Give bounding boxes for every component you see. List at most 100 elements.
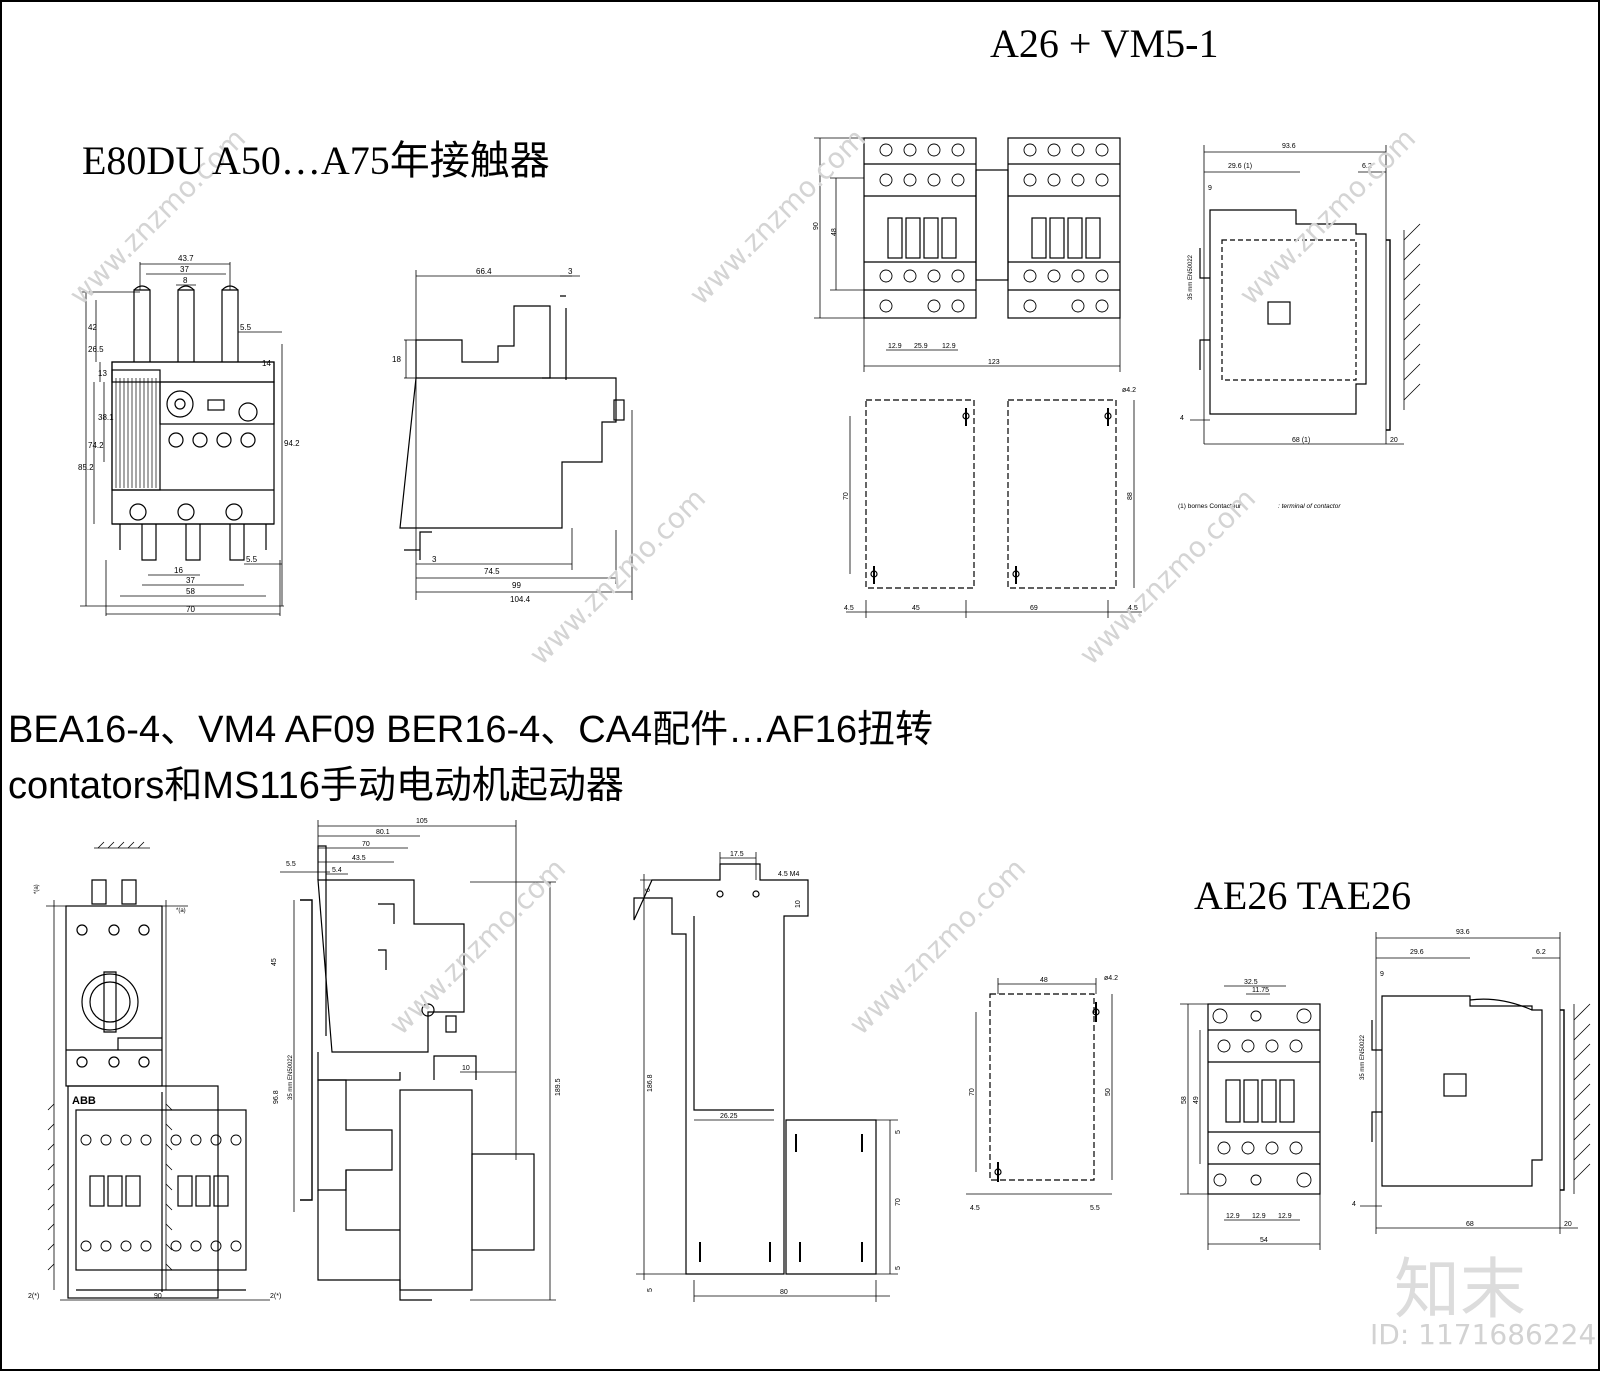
mounting-bracket: 17.5 4.5 M4 10 6 186.8 26.25 5 70 5 5 80 bbox=[633, 851, 902, 1302]
dim-text: 5.4 bbox=[332, 867, 342, 874]
dim-text: 20 bbox=[1390, 437, 1398, 444]
dim-text: 70 bbox=[186, 605, 195, 614]
dim-text: 5.5 bbox=[286, 861, 296, 868]
dim-text: 74.2 bbox=[88, 441, 104, 450]
dim-text: 4.5 M4 bbox=[778, 871, 800, 878]
dim-text: 48 bbox=[1040, 977, 1048, 984]
dim-text: 70 bbox=[969, 1088, 976, 1096]
dim-text: 10 bbox=[795, 900, 802, 908]
dim-text: 13 bbox=[98, 369, 107, 378]
dim-text: 69 bbox=[1030, 605, 1038, 612]
dim-text: 25.9 bbox=[914, 343, 928, 350]
note-text: : terminal of contactor bbox=[1278, 503, 1341, 510]
znzmo-logo-watermark: 知末 bbox=[1394, 1251, 1526, 1328]
dim-text: *(a) bbox=[34, 884, 40, 894]
dim-text: 49 bbox=[1193, 1096, 1200, 1104]
dim-text: 32.5 bbox=[1244, 979, 1258, 986]
dim-text: 18 bbox=[392, 355, 401, 364]
heading-bea-line1: BEA16-4、VM4 AF09 BER16-4、CA4配件…AF16扭转 bbox=[8, 709, 934, 751]
dim-text: 5.5 bbox=[240, 323, 252, 332]
dim-text: 5.5 bbox=[246, 555, 258, 564]
dim-text: 93.6 bbox=[1456, 929, 1470, 936]
dim-text: 42 bbox=[88, 323, 97, 332]
dim-text: 80.1 bbox=[376, 829, 390, 836]
dim-text: 38.1 bbox=[98, 413, 114, 422]
dim-text: 68 (1) bbox=[1292, 437, 1310, 444]
dim-text: 26.5 bbox=[88, 345, 104, 354]
dim-text: 94.2 bbox=[284, 439, 300, 448]
dim-text: 10 bbox=[462, 1065, 470, 1072]
dim-text: 123 bbox=[988, 359, 1000, 366]
dim-text: 12.9 bbox=[1278, 1213, 1292, 1220]
dim-text: 5 bbox=[895, 1266, 902, 1270]
dim-text: 68 bbox=[1466, 1221, 1474, 1228]
dim-text: 80 bbox=[780, 1289, 788, 1296]
dim-text: 37 bbox=[180, 265, 189, 274]
dim-text: 20 bbox=[1564, 1221, 1572, 1228]
dim-text: 2(*) bbox=[270, 1293, 281, 1300]
dim-text: 45 bbox=[271, 958, 278, 966]
dim-text: 12.9 bbox=[1226, 1213, 1240, 1220]
dim-text: ø4.2 bbox=[1104, 975, 1118, 982]
dim-text: 5 bbox=[895, 1130, 902, 1134]
heading-bea-line2: contators和MS116手动电动机起动器 bbox=[8, 765, 624, 807]
dim-text: 70 bbox=[362, 841, 370, 848]
dim-text: 4.5 bbox=[844, 605, 854, 612]
dim-text: 35 mm EN50022 bbox=[1188, 254, 1194, 300]
dim-text: 4 bbox=[1352, 1201, 1356, 1208]
dim-text: 4 bbox=[1180, 415, 1184, 422]
dim-text: 90 bbox=[154, 1293, 162, 1300]
dim-text: 93.6 bbox=[1282, 143, 1296, 150]
dim-text: 50 bbox=[1105, 1088, 1112, 1096]
dim-text: 99 bbox=[512, 581, 521, 590]
ae26-front-view: 32.5 11.75 58 49 12.9 12.9 12.9 54 bbox=[1180, 979, 1321, 1250]
dim-text: 16 bbox=[174, 566, 183, 575]
dim-text: 48 bbox=[831, 228, 838, 236]
dim-text: 35 mm EN50022 bbox=[1360, 1034, 1366, 1080]
a26-vm5-side-view: 93.6 29.6 (1) 6.2 9 35 mm EN50022 4 68 (… bbox=[1178, 143, 1421, 510]
dim-text: 43.5 bbox=[352, 855, 366, 862]
dim-text: 11.75 bbox=[1252, 987, 1269, 994]
dim-text: *(a) bbox=[176, 908, 186, 914]
dim-text: 186.8 bbox=[647, 1074, 654, 1092]
dim-text: 37 bbox=[186, 576, 195, 585]
dim-text: 88 bbox=[1127, 492, 1134, 500]
dim-text: 66.4 bbox=[476, 267, 492, 276]
dim-text: 104.4 bbox=[510, 595, 531, 604]
dim-text: 6.2 bbox=[1362, 163, 1372, 170]
dim-text: 17.5 bbox=[730, 851, 744, 858]
dim-text: 45 bbox=[912, 605, 920, 612]
dim-text: 29.6 (1) bbox=[1228, 163, 1252, 170]
dim-text: 3 bbox=[568, 267, 573, 276]
dim-text: ø4.2 bbox=[1122, 387, 1136, 394]
dim-text: 12.9 bbox=[888, 343, 902, 350]
dim-text: 5.5 bbox=[1090, 1205, 1100, 1212]
dim-text: 12.9 bbox=[942, 343, 956, 350]
dim-text: 29.6 bbox=[1410, 949, 1424, 956]
heading-a26-vm5: A26 + VM5-1 bbox=[990, 21, 1219, 66]
dim-text: 105 bbox=[416, 818, 428, 825]
dim-text: 6 bbox=[645, 888, 652, 892]
dim-text: 2(*) bbox=[28, 1293, 39, 1300]
dim-text: 189.5 bbox=[555, 1078, 562, 1096]
heading-e80du: E80DU A50…A75年接触器 bbox=[82, 138, 550, 183]
dim-text: 26.25 bbox=[720, 1113, 738, 1120]
dim-text: 9 bbox=[1208, 185, 1212, 192]
dim-text: 8 bbox=[183, 276, 188, 285]
dim-text: 96.8 bbox=[273, 1090, 280, 1104]
dim-text: 70 bbox=[895, 1198, 902, 1206]
a26-vm5-mounting-holes: 4.5 45 69 4.5 70 88 ø4.2 bbox=[843, 387, 1142, 618]
image-id-watermark: ID: 1171686224 bbox=[1370, 1318, 1597, 1351]
dim-text: 74.5 bbox=[484, 567, 500, 576]
dim-text: 35 mm EN50022 bbox=[288, 1054, 294, 1100]
dim-text: 58 bbox=[186, 587, 195, 596]
dim-text: 5 bbox=[647, 1288, 654, 1292]
e80du-front-view: 43.7 37 8 42 26.5 13 5.5 14 38.1 74.2 85… bbox=[78, 254, 300, 616]
dim-text: 4.5 bbox=[970, 1205, 980, 1212]
dim-text: 70 bbox=[843, 492, 850, 500]
dim-text: 6.2 bbox=[1536, 949, 1546, 956]
dim-text: 12.9 bbox=[1252, 1213, 1266, 1220]
